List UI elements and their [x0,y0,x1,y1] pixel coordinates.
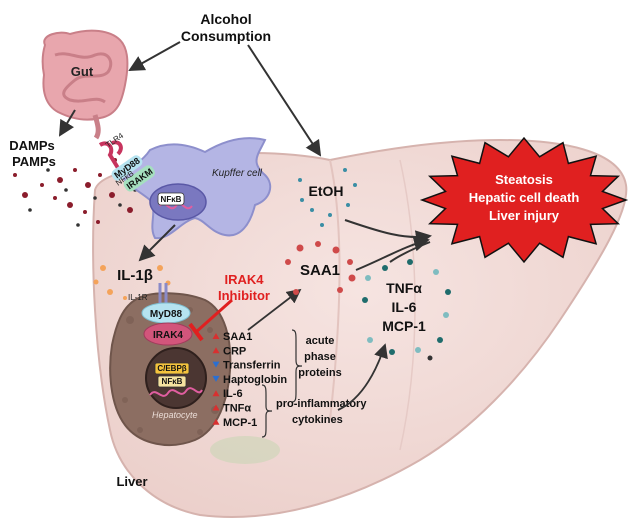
gut-label: Gut [71,64,94,79]
outcome-label-line2: Hepatic cell death [469,190,580,205]
il1r-label: IL-1R [128,293,148,302]
nfkb-hep-label: NFκB [162,377,183,386]
arrow-cytokines-to-outcome [389,241,431,263]
liver-injury-starburst: Steatosis Hepatic cell death Liver injur… [419,136,629,264]
acute-label-line2: phase [304,351,336,363]
up-regulation-arrow-4 [212,390,220,397]
gene-label-4: IL-6 [223,388,243,400]
arrow-cytokines-to-liver [337,343,388,411]
irak4-inhibitor-label-line2: Inhibitor [218,288,270,303]
hepatocyte-cell: C/EBPβ NFκB Hepatocyte [109,292,232,446]
up-regulation-arrow-5 [212,404,220,411]
arrow-hepatocyte-to-saa1 [247,288,302,331]
acute-phase-brace [291,329,303,403]
gut-organ: Gut [41,29,129,140]
up-regulation-arrow-1 [212,347,220,354]
liver-label: Liver [116,474,147,489]
damps-label: DAMPs [9,138,55,153]
arrow-kupffer-to-il1b [138,224,176,262]
tlr4-receptor: TLR4 [98,131,126,170]
gene-label-6: MCP-1 [223,417,257,429]
alcohol-label-line1: Alcohol [200,11,251,27]
up-regulation-arrow-6 [212,418,220,425]
irak4-inhibition-bar [188,298,233,342]
tnfa-liver-label: TNFα [386,280,422,296]
kupffer-cell-label: Kupffer cell [212,168,263,179]
il1b-label: IL-1β [117,267,153,284]
saa1-liver-label: SAA1 [300,262,340,279]
proinf-label-line2: cytokines [292,414,343,426]
nfkb-kupffer-label: NFκB [161,195,182,204]
irak4-inhibitor-label-line1: IRAK4 [224,272,264,287]
il1r-receptor: IL-1R [128,283,168,304]
gene-label-0: SAA1 [223,331,252,343]
gene-label-1: CRP [223,345,246,357]
outcome-label-line3: Liver injury [489,208,560,223]
arrow-alcohol-to-gut [128,41,181,71]
gallbladder [210,436,280,464]
cebpb-label: C/EBPβ [157,364,186,373]
il6-liver-label: IL-6 [392,299,417,315]
kupffer-cell: NFκB Kupffer cell [118,137,272,240]
myd88-hep-label: MyD88 [150,309,183,320]
arrow-alcohol-to-etoh [247,44,322,157]
alcohol-label-line2: Consumption [181,28,271,44]
acute-label-line1: acute [306,335,335,347]
irak4-label: IRAK4 [153,330,183,341]
down-regulation-arrow-3 [212,375,220,382]
arrow-gut-to-damps [58,109,76,137]
gene-label-3: Haptoglobin [223,374,287,386]
pamps-label: PAMPs [12,154,56,169]
outcome-label-line1: Steatosis [495,172,553,187]
cytokine-particles [362,259,451,361]
saa1-particles [285,241,356,295]
gene-label-2: Transferrin [223,360,281,372]
down-regulation-arrow-2 [212,361,220,368]
etoh-label: EtOH [309,183,344,199]
proinflammatory-brace [261,384,273,438]
etoh-particles [298,168,357,227]
acute-label-line3: proteins [298,367,341,379]
arrow-saa1-to-outcome [355,235,430,271]
gene-label-5: TNFα [223,403,251,415]
hepatocyte-label: Hepatocyte [152,410,198,420]
up-regulation-arrow-0 [212,333,220,339]
mcp1-liver-label: MCP-1 [382,318,426,334]
pamp-particles [28,168,137,227]
